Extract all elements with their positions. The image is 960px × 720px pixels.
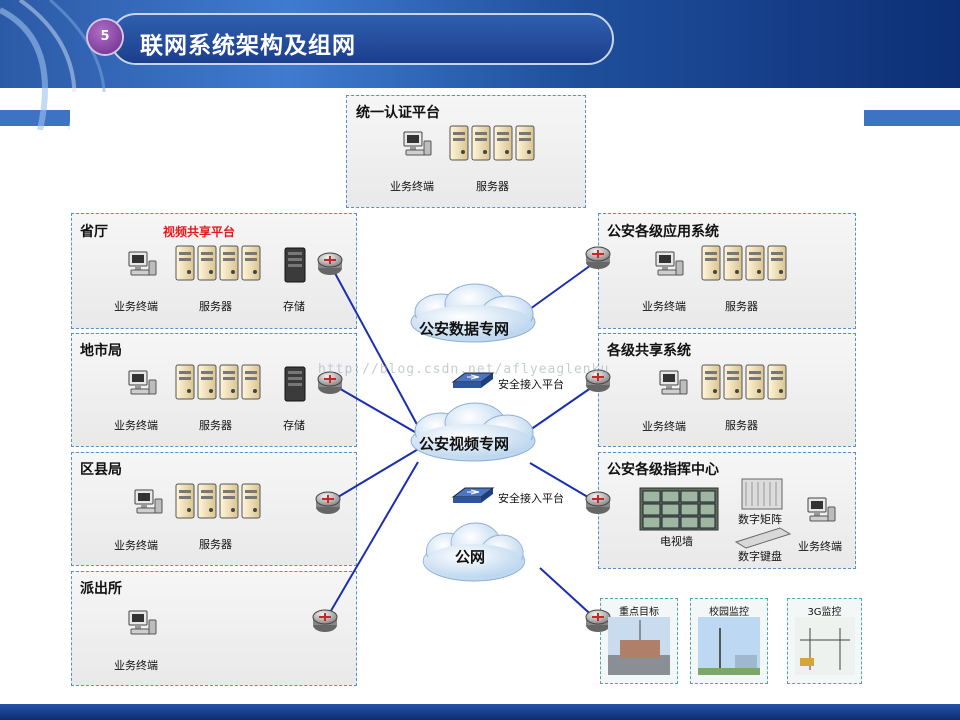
auth-server-label: 服务器 [476,180,509,193]
g3-monitor-label: 3G监控 [807,607,842,618]
footer-bar [0,704,960,720]
server-rack-icon [175,364,261,400]
city-terminal-label: 业务终端 [114,419,158,432]
zone-share-systems-title: 各级共享系统 [607,343,691,359]
terminal-icon [807,497,836,522]
slide-title: 联网系统架构及组网 [140,33,356,59]
campus-monitor-label: 校园监控 [709,607,749,618]
title-pill [110,13,614,65]
share-terminal-label: 业务终端 [642,420,686,433]
share-server-label: 服务器 [725,419,758,432]
province-storage-label: 存储 [283,300,305,313]
video-network-label: 公安视频专网 [419,435,510,453]
zone-province-title: 省厅 [80,224,108,240]
storage-icon [284,247,306,283]
digital-keyboard-icon [734,527,792,549]
tv-wall-label: 电视墙 [660,535,693,548]
terminal-icon [655,251,684,276]
lower-gateway-label: 安全接入平台 [498,492,564,505]
key-target-label: 重点目标 [619,607,659,618]
command-terminal-label: 业务终端 [798,540,842,553]
city-storage-label: 存储 [283,419,305,432]
server-rack-icon [449,125,535,161]
storage-icon [284,366,306,402]
router-icon [585,246,611,270]
router-icon [312,609,338,633]
terminal-icon [403,131,432,156]
zone-app-systems-title: 公安各级应用系统 [607,224,719,240]
server-rack-icon [701,245,787,281]
server-rack-icon [175,483,261,519]
zone-station-title: 派出所 [80,581,122,597]
router-icon [585,609,611,633]
terminal-icon [134,489,163,514]
public-network-label: 公网 [455,548,486,566]
tv-wall-icon [639,487,719,531]
province-server-label: 服务器 [199,300,232,313]
server-rack-icon [175,245,261,281]
province-terminal-label: 业务终端 [114,300,158,313]
watermark: http://blog.csdn.net/aflyeaglenku [318,362,610,377]
terminal-icon [128,370,157,395]
station-terminal-label: 业务终端 [114,659,158,672]
video-share-platform-label: 视频共享平台 [163,225,236,239]
terminal-icon [128,610,157,635]
digital-matrix-label: 数字矩阵 [738,513,782,526]
router-icon [315,491,341,515]
upper-gateway-label: 安全接入平台 [498,378,564,391]
zone-auth-title: 统一认证平台 [356,105,440,121]
router-icon [585,491,611,515]
zone-command-center-title: 公安各级指挥中心 [607,462,719,478]
county-terminal-label: 业务终端 [114,539,158,552]
campus-monitor-photo [698,617,760,675]
zone-city-title: 地市局 [80,343,122,359]
terminal-icon [659,370,688,395]
digital-keyboard-label: 数字键盘 [738,550,782,563]
county-server-label: 服务器 [199,538,232,551]
apps-terminal-label: 业务终端 [642,300,686,313]
data-network-label: 公安数据专网 [419,320,510,338]
slide-number-badge: 5 [88,20,122,54]
zone-station [71,571,357,686]
auth-terminal-label: 业务终端 [390,180,434,193]
g3-monitor-photo [795,617,855,675]
router-icon [317,252,343,276]
terminal-icon [128,251,157,276]
city-server-label: 服务器 [199,419,232,432]
zone-county-title: 区县局 [80,462,122,478]
key-target-photo [608,617,670,675]
server-rack-icon [701,364,787,400]
digital-matrix-icon [741,478,783,510]
switch-icon [452,487,494,504]
apps-server-label: 服务器 [725,300,758,313]
